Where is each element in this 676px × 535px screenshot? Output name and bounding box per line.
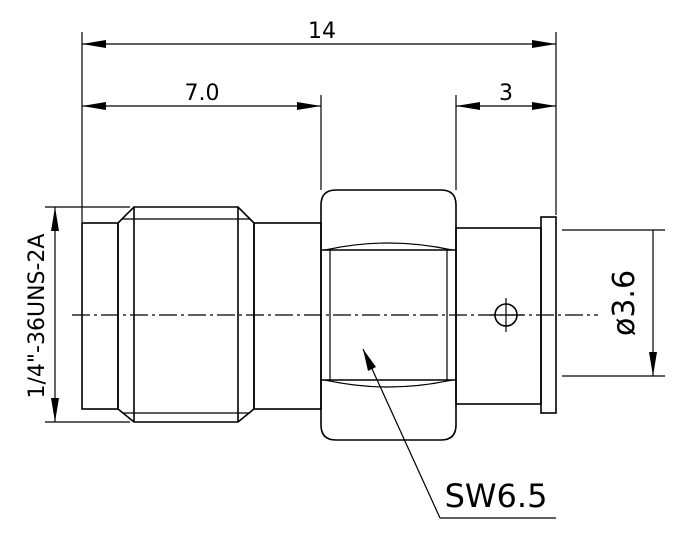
overall-length-label: 14 [308, 19, 336, 44]
tail-length-label: 3 [499, 81, 513, 106]
dimension-thread-length: 7.0 [82, 81, 321, 110]
thread-length-label: 7.0 [185, 81, 220, 106]
wrench-size-callout: SW6.5 [362, 348, 556, 519]
vent-hole [489, 298, 523, 332]
connector-body [81, 189, 557, 441]
rear-body [455, 227, 542, 405]
thread-spec-label: 1/4"-36UNS-2A [25, 234, 50, 399]
dimension-tail-length: 3 [456, 81, 556, 110]
body-neck [253, 222, 322, 410]
dimension-thread-spec: 1/4"-36UNS-2A [25, 207, 59, 422]
hex-nut [320, 189, 457, 441]
rear-flange [540, 216, 557, 414]
pin-diameter-label: ø3.6 [607, 270, 642, 336]
dimension-overall: 14 [82, 19, 556, 48]
wrench-size-label: SW6.5 [445, 477, 548, 515]
dimension-pin-diameter: ø3.6 [607, 230, 657, 376]
extension-lines [45, 32, 665, 423]
